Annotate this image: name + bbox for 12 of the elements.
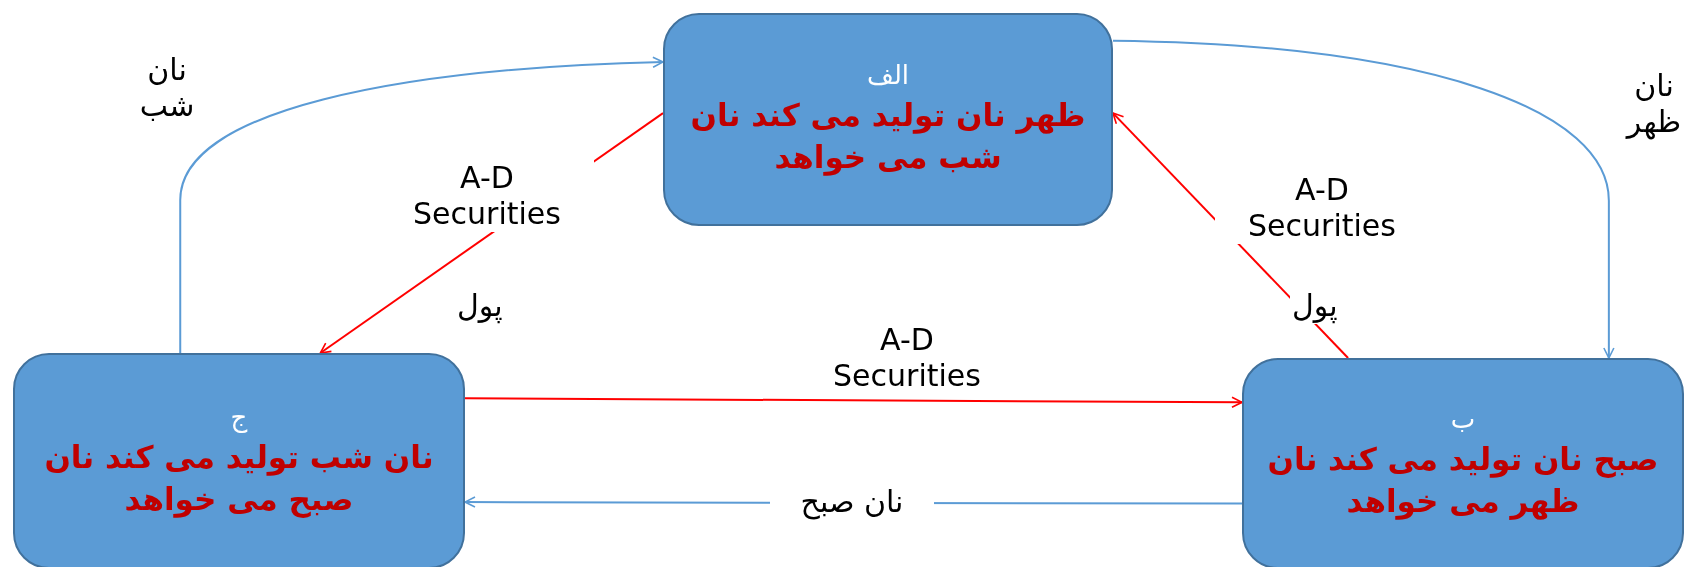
arrow <box>179 56 664 354</box>
process-box <box>663 13 1113 226</box>
node-letter: الف <box>866 60 910 92</box>
node-letter: ج <box>230 401 248 433</box>
arrow <box>1112 39 1615 359</box>
arrow <box>464 396 1243 409</box>
node-description: نان شب تولید می کند نان صبح می خواهد <box>43 437 435 520</box>
node-letter: ب <box>1450 404 1476 436</box>
node-description: صبح نان تولید می کند نان ظهر می خواهد <box>1266 440 1660 522</box>
node-description: ظهر نان تولید می کند نان شب می خواهد <box>689 96 1087 178</box>
process-box <box>13 353 465 567</box>
process-box <box>1242 358 1684 567</box>
